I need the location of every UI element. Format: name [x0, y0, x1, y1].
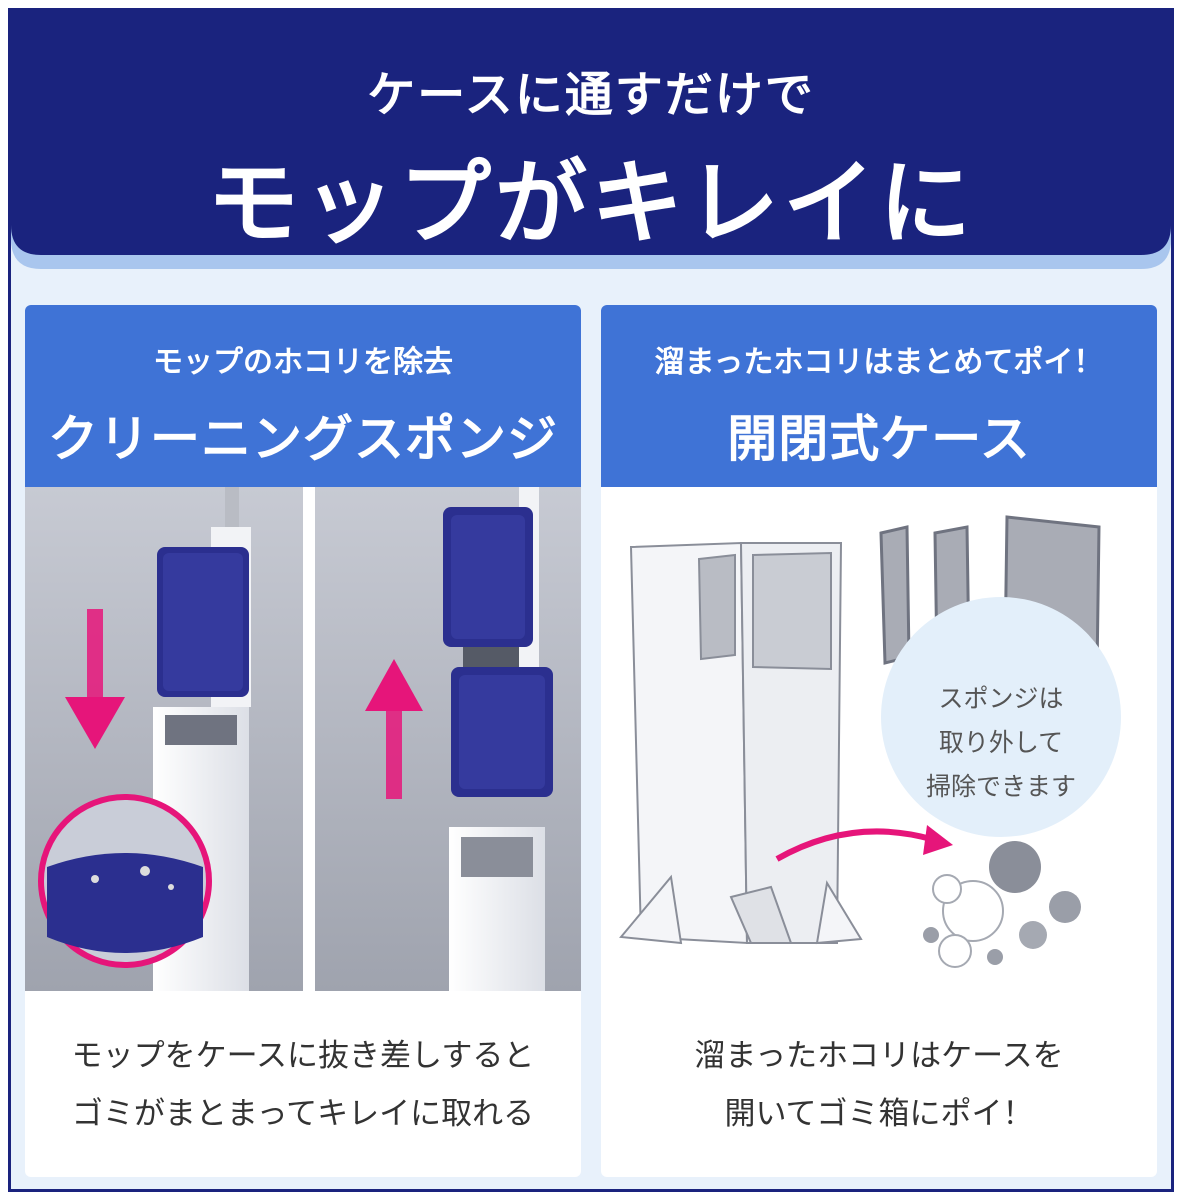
- header-line2: モップがキレイに: [206, 150, 975, 257]
- header-line1: ケースに通すだけで: [367, 67, 815, 123]
- arrow-up-icon: [365, 659, 423, 799]
- header-background: [11, 11, 1171, 269]
- left-panel-caption: モップをケースに抜き差しすると ゴミがまとまってキレイに取れる: [25, 1027, 581, 1143]
- mop-insertion-illustration: [25, 487, 581, 991]
- bubble-line3: 掃除できます: [925, 772, 1076, 801]
- right-panel-title: 開閉式ケース: [727, 410, 1031, 468]
- left-caption-line1: モップをケースに抜き差しすると: [71, 1038, 535, 1074]
- open-case: [619, 541, 863, 945]
- opening-case-panel: 溜まったホコリはまとめてポイ！ 開閉式ケース: [601, 305, 1157, 1177]
- left-panel-subtitle: モップのホコリを除去: [153, 345, 453, 380]
- right-panel-subtitle: 溜まったホコリはまとめてポイ！: [654, 345, 1104, 380]
- curved-arrow-icon: [775, 825, 953, 862]
- arrow-down-icon: [65, 609, 125, 749]
- info-bubble: [881, 597, 1121, 837]
- cleaning-sponge-panel: モップのホコリを除去 クリーニングスポンジ: [25, 305, 581, 1177]
- left-panel-header: モップのホコリを除去 クリーニングスポンジ: [25, 305, 581, 487]
- open-case-illustration: [619, 515, 1121, 968]
- right-caption-line1: 溜まったホコリはケースを: [694, 1038, 1064, 1074]
- promo-frame: ケースに通すだけで モップがキレイに モップのホコリを除去 クリーニングスポンジ: [8, 8, 1174, 1192]
- left-caption-line2: ゴミがまとまってキレイに取れる: [71, 1096, 535, 1132]
- dust-clumps: [923, 841, 1081, 968]
- closeup-circle: [38, 794, 212, 968]
- bubble-line1: スポンジは: [938, 684, 1064, 713]
- left-panel-title: クリーニングスポンジ: [48, 410, 558, 468]
- right-panel-caption: 溜まったホコリはケースを 開いてゴミ箱にポイ！: [601, 1027, 1157, 1143]
- right-panel-header: 溜まったホコリはまとめてポイ！ 開閉式ケース: [601, 305, 1157, 487]
- header-banner: ケースに通すだけで モップがキレイに: [11, 11, 1171, 273]
- right-caption-line2: 開いてゴミ箱にポイ！: [724, 1096, 1034, 1132]
- bubble-line2: 取り外して: [938, 728, 1064, 757]
- bubble-text: スポンジは 取り外して 掃除できます: [901, 677, 1101, 809]
